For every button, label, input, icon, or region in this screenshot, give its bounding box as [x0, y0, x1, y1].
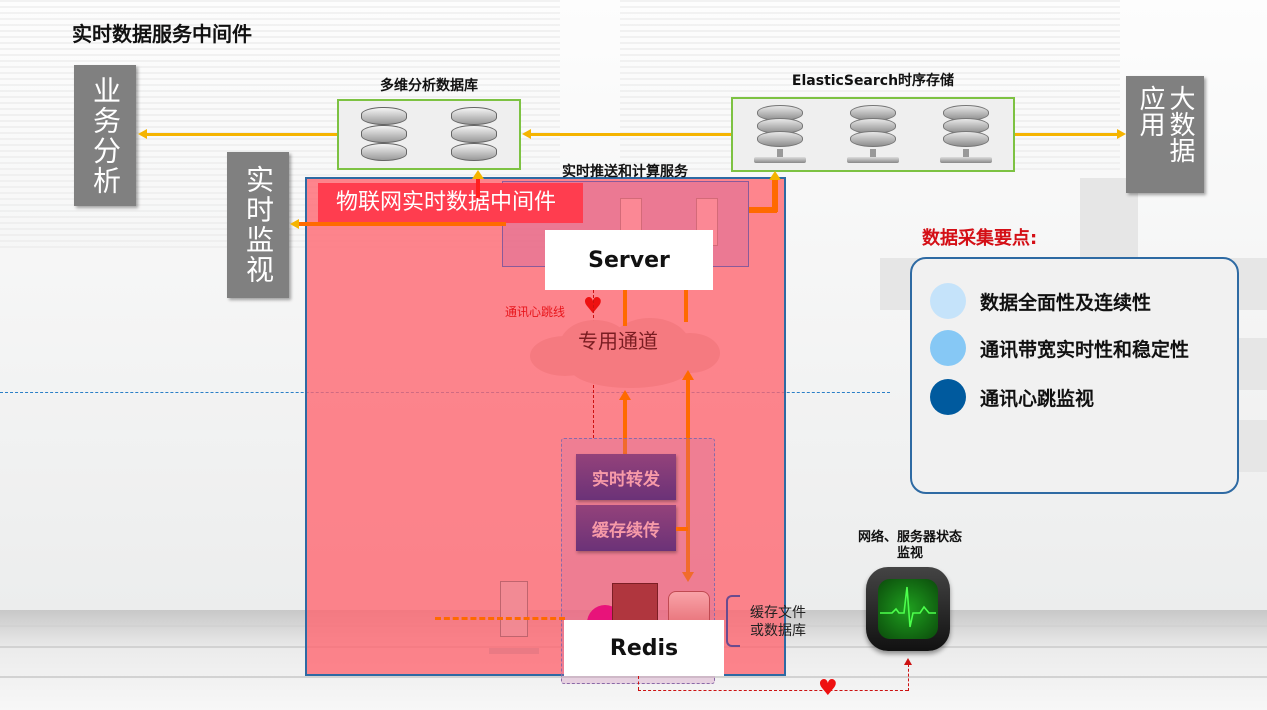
key-point-text: 通讯带宽实时性和稳定性 [980, 338, 1190, 361]
dedicated-channel-cloud [530, 318, 720, 388]
bullet-dot-icon [930, 330, 966, 366]
elasticsearch-label: ElasticSearch时序存储 [791, 73, 955, 89]
heartbeat-monitor-icon[interactable] [866, 567, 950, 651]
arrow-head-icon [682, 572, 694, 582]
connector-channel-redis [686, 378, 690, 574]
arrow-head-icon [769, 171, 781, 180]
gateway-device-base [489, 648, 539, 654]
bullet-dot-icon [930, 283, 966, 319]
iot-middleware-label: 物联网实时数据中间件 [318, 183, 583, 223]
page-title: 实时数据服务中间件 [72, 22, 252, 46]
network-server-monitor-label: 网络、服务器状态监视 [857, 530, 962, 561]
database-icon [451, 105, 497, 165]
cache-resume-button[interactable]: 缓存续传 [576, 505, 676, 551]
bullet-dot-icon [930, 379, 966, 415]
ecg-wave-icon [880, 586, 936, 628]
database-icon [361, 105, 407, 165]
key-point-text: 通讯心跳监视 [980, 387, 1095, 410]
gateway-device-icon [500, 581, 528, 637]
push-service-label: 实时推送和计算服务 [562, 164, 688, 180]
key-point-text: 数据全面性及连续性 [980, 291, 1152, 314]
arrow-head-icon [619, 390, 631, 400]
connector-cache-resume [676, 527, 688, 531]
device-data-dashline [435, 617, 565, 620]
realtime-monitor-box[interactable]: 实时监视 [227, 152, 289, 298]
olap-db-group[interactable] [337, 99, 521, 170]
arrow-to-olap [476, 176, 480, 198]
key-points-title: 数据采集要点: [922, 228, 1038, 249]
connector-server-cloud [684, 290, 688, 322]
flow-arrow-to-business [146, 133, 337, 136]
heartbeat-line-label: 通讯心跳线 [505, 305, 566, 319]
arrow-head-icon [290, 219, 299, 229]
realtime-forward-button[interactable]: 实时转发 [576, 454, 676, 500]
arrow-to-elastic-h [749, 207, 777, 213]
flow-arrow-to-olap [530, 133, 731, 136]
arrow-head-icon [682, 370, 694, 380]
heart-icon: ♥ [583, 294, 603, 319]
heartbeat-dashline [638, 690, 908, 691]
server-label: Server [588, 247, 670, 273]
flow-arrow-to-bigdata [1015, 133, 1118, 136]
redis-label: Redis [609, 635, 679, 661]
arrow-to-monitor [298, 222, 506, 226]
heart-icon: ♥ [818, 676, 838, 701]
database-server-icon [753, 103, 806, 167]
bigdata-app-box[interactable]: 大数据应用 [1126, 76, 1204, 193]
key-point-item: 通讯心跳监视 [930, 379, 1094, 415]
server-box[interactable]: Server [545, 230, 713, 290]
elasticsearch-group[interactable] [731, 97, 1015, 172]
connector-forward-up [623, 398, 627, 455]
key-point-item: 通讯带宽实时性和稳定性 [930, 330, 1189, 366]
heartbeat-dashline [908, 664, 909, 691]
realtime-monitor-label: 实时监视 [242, 165, 275, 285]
redis-box[interactable]: Redis [564, 620, 724, 676]
arrow-head-icon [472, 170, 484, 179]
key-points-box: 数据全面性及连续性 通讯带宽实时性和稳定性 通讯心跳监视 [910, 257, 1239, 494]
floor-line [0, 676, 1267, 678]
arrow-head-icon [522, 129, 531, 139]
olap-db-label: 多维分析数据库 [380, 78, 478, 94]
connector-server-cloud [623, 290, 627, 326]
database-server-icon [846, 103, 899, 167]
business-analysis-box[interactable]: 业务分析 [74, 65, 136, 206]
business-analysis-label: 业务分析 [89, 75, 122, 196]
cache-note-label: 缓存文件或数据库 [750, 605, 806, 639]
database-server-icon [940, 103, 993, 167]
arrow-head-icon [904, 658, 912, 665]
heartbeat-dashline [638, 676, 639, 690]
arrow-head-icon [1117, 129, 1126, 139]
key-point-item: 数据全面性及连续性 [930, 283, 1151, 319]
arrow-head-icon [138, 129, 147, 139]
bigdata-app-label: 大数据应用 [1135, 84, 1195, 163]
dedicated-channel-label: 专用通道 [578, 329, 658, 353]
brace-icon [726, 595, 740, 647]
arrow-to-elastic-v [772, 178, 778, 212]
